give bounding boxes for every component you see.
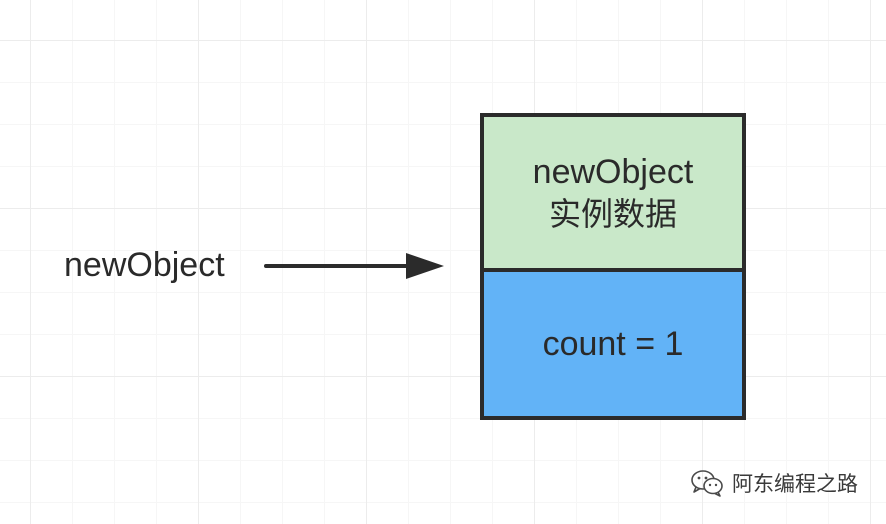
instance-title: newObject [532,152,694,191]
count-section: count = 1 [484,272,742,416]
count-text: count = 1 [542,324,684,363]
reference-arrow [264,253,444,279]
instance-subtitle: 实例数据 [548,194,677,233]
heap-object-box: newObject 实例数据 count = 1 [480,113,746,420]
watermark-text: 阿东编程之路 [732,472,858,496]
wechat-icon [691,470,723,497]
instance-data-section: newObject 实例数据 [484,117,742,272]
watermark: 阿东编程之路 [690,468,858,498]
reference-variable-label: newObject [64,246,225,284]
